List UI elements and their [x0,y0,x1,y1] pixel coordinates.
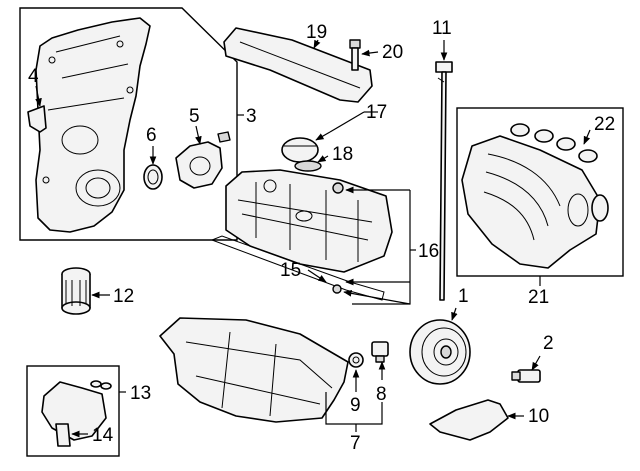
cover-gasket [27,105,47,133]
drain-plug [371,341,389,363]
valve-cover-gasket [210,235,385,301]
gasket-seal-washer [332,284,342,294]
timing-cover-group-box [19,7,238,241]
drain-washer [348,352,364,368]
callout-16: 16 [418,241,439,262]
shield-bolt [349,39,361,71]
callout-3: 3 [246,106,257,127]
oil-pan [159,317,349,423]
callout-21: 21 [528,287,549,308]
callout-14: 14 [92,425,114,446]
callout-4: 4 [28,66,39,87]
callout-labels: 1 2 3 4 5 6 7 8 9 10 11 12 13 14 15 16 1… [28,18,615,454]
callout-12: 12 [113,286,134,307]
callout-19: 19 [306,22,327,43]
oil-filter [61,267,91,315]
valve-cover [225,169,393,273]
oil-baffle-plate [429,399,509,441]
callout-6: 6 [146,125,157,146]
filler-cap-seal [294,160,322,172]
oil-filler-cap [281,137,319,163]
cover-grommet [332,182,344,194]
callout-5: 5 [189,106,200,127]
cover-bolt [217,131,231,143]
intake-gaskets [510,123,609,222]
callout-22: 22 [594,114,615,135]
callout-18: 18 [332,144,353,165]
filter-adapter [55,423,71,447]
crank-sensor [511,369,541,383]
crankshaft-pulley [409,319,471,385]
callout-13: 13 [130,383,151,404]
vtc-cover [175,141,223,189]
callout-1: 1 [458,286,469,307]
callout-10: 10 [528,406,549,427]
callout-7: 7 [350,433,361,454]
timing-chain-cover [35,17,151,233]
engine-cover-shield [223,27,373,103]
callout-9: 9 [350,395,361,416]
callout-17: 17 [366,102,387,123]
oil-dipstick [435,61,453,301]
callout-11: 11 [432,18,452,39]
leader-lines [35,39,591,438]
intake-manifold [461,135,601,269]
callout-20: 20 [382,42,403,63]
callout-8: 8 [376,384,387,405]
filter-housing-group-box [26,365,120,457]
callout-2: 2 [543,333,554,354]
callout-15: 15 [280,260,301,281]
crank-seal [143,164,163,190]
